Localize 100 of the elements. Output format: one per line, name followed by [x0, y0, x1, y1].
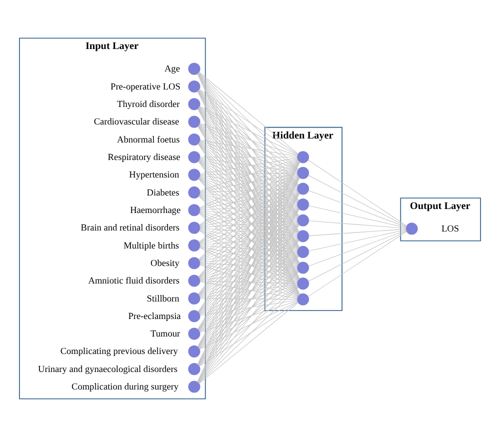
connector — [308, 174, 407, 226]
node-circle — [296, 182, 310, 194]
connector — [198, 106, 298, 186]
node-circle — [188, 115, 200, 128]
node-label: Tumour — [150, 329, 180, 340]
connector — [199, 173, 298, 192]
connector — [198, 301, 298, 366]
cluster: Hidden Layer — [264, 126, 342, 310]
connector — [198, 286, 298, 366]
connector — [199, 194, 298, 250]
connector — [198, 124, 298, 186]
connector — [199, 264, 298, 298]
node-label: Age — [164, 64, 180, 74]
node-circle — [188, 62, 200, 74]
node-label: Obesity — [150, 258, 180, 268]
connector — [200, 298, 298, 300]
connector — [198, 142, 298, 218]
node-circle — [188, 150, 200, 163]
connector — [198, 238, 299, 330]
connector — [200, 174, 298, 188]
connector — [199, 236, 298, 262]
node-label: Complicating previous delivery — [60, 346, 178, 357]
node-circle — [188, 256, 200, 269]
connector — [199, 246, 298, 282]
node-circle — [296, 245, 310, 258]
connector — [199, 246, 298, 267]
connector — [199, 300, 298, 350]
connector — [200, 140, 298, 156]
connector — [199, 221, 298, 262]
connector — [199, 228, 298, 266]
connector — [199, 194, 298, 234]
connector — [199, 263, 298, 282]
connector — [199, 176, 298, 234]
connector — [198, 88, 298, 154]
connector — [200, 204, 298, 210]
connector — [199, 254, 298, 314]
connector — [200, 192, 298, 204]
node-label: Abnormal foetus — [117, 134, 180, 145]
node-label: Stillborn — [146, 294, 180, 304]
node-label: Amniotic fluid disorders — [88, 276, 180, 286]
connector — [308, 230, 407, 266]
node-circle — [188, 186, 200, 198]
node-circle — [188, 98, 200, 110]
connector — [199, 190, 298, 226]
connector — [200, 244, 298, 252]
node-label: Haemorrhage — [130, 205, 181, 216]
node-circle — [296, 198, 310, 210]
node-label: Complication during surgery — [72, 382, 179, 392]
node-label: Thyroid disorder — [117, 99, 180, 110]
node-label: Hypertension — [129, 170, 180, 180]
node-label: LOS — [442, 224, 460, 234]
node-circle — [188, 362, 200, 375]
connector — [308, 220, 406, 228]
node-circle — [296, 230, 310, 242]
connector — [200, 220, 298, 228]
connector — [200, 299, 298, 316]
connector — [199, 140, 298, 186]
connector — [199, 123, 298, 171]
node-circle — [188, 204, 200, 216]
connector — [199, 220, 298, 244]
connector — [199, 176, 298, 218]
node-circle — [188, 80, 200, 92]
node-label: Urinary and gynaecological disorders — [38, 364, 178, 374]
node-circle — [188, 327, 200, 340]
connector — [198, 71, 298, 154]
connector — [199, 237, 298, 279]
connector — [199, 190, 298, 243]
connector — [199, 300, 298, 332]
node-label: Cardiovascular disease — [94, 117, 180, 128]
connector — [198, 254, 299, 348]
connector — [199, 211, 298, 250]
node-circle — [296, 261, 310, 274]
node-label: Pre-operative LOS — [110, 82, 180, 92]
connector — [199, 252, 298, 280]
connector — [199, 106, 298, 155]
connector — [198, 238, 298, 313]
connector — [198, 270, 298, 332]
node-label: Brain and retinal disorders — [80, 223, 180, 234]
connector — [198, 88, 298, 170]
connector — [199, 284, 298, 332]
connector — [198, 302, 298, 384]
node-circle — [188, 168, 200, 180]
connector — [199, 188, 298, 209]
connector — [199, 269, 298, 314]
node-circle — [188, 238, 200, 251]
node-label: Multiple births — [124, 240, 180, 251]
node-circle — [188, 274, 200, 286]
node-circle — [296, 150, 310, 163]
connector — [308, 204, 406, 228]
node-circle — [296, 166, 310, 178]
connector — [200, 188, 298, 192]
connector — [199, 212, 298, 266]
connector — [199, 192, 298, 219]
connector — [199, 204, 298, 227]
connector — [200, 227, 298, 236]
connector — [308, 228, 406, 251]
node-circle — [406, 222, 418, 234]
connector — [198, 106, 298, 170]
node-label: Pre-eclampsia — [128, 311, 181, 322]
connector — [199, 210, 298, 235]
